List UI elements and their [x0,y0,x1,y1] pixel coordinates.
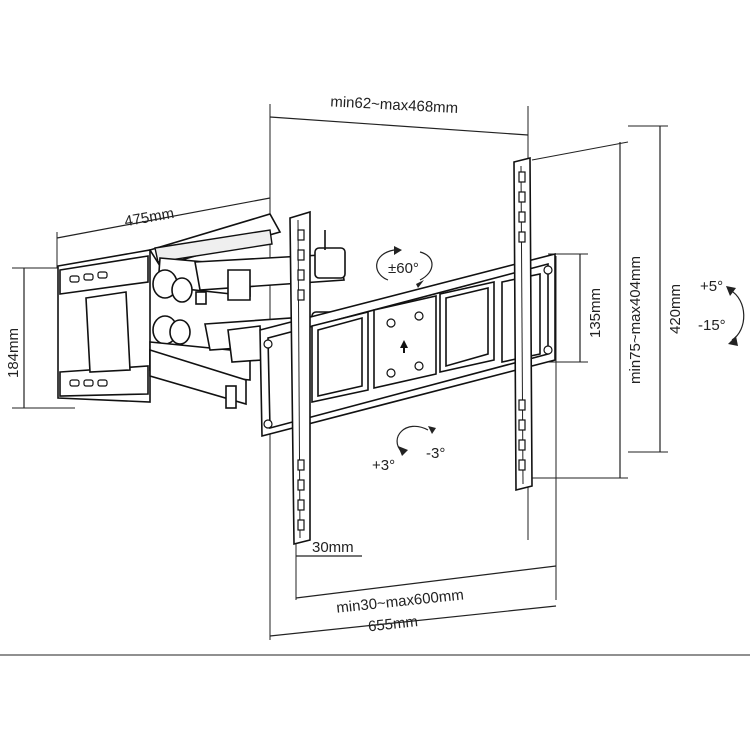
level-plus-label: +3° [372,457,395,474]
level-arrow-icon [396,425,436,456]
left-rail-slots [297,229,305,531]
extension-label: min62~max468mm [330,93,459,117]
tilt-down-label: -15° [698,317,726,334]
arm-length-label: 475mm [123,205,175,230]
vertical-rails [289,156,533,546]
tv-rail-height-label: 420mm [667,284,684,334]
vesa-vertical-label: min75~max404mm [627,256,644,384]
labels: min62~max468mm 475mm 184mm ±60° 135mm mi… [5,93,726,635]
swivel-arrow-icon [376,246,433,288]
plate-width-label: 655mm [367,613,419,635]
dimension-lines [0,104,750,656]
tilt-arrow-icon [726,286,745,346]
right-rail-slots [518,171,526,471]
rail-width-label: 30mm [312,539,354,556]
level-minus-label: -3° [426,445,445,462]
tilt-up-label: +5° [700,278,723,295]
wall-plate [57,249,151,403]
tv-plate-height-label: 135mm [587,288,604,338]
wall-plate-height-label: 184mm [5,328,22,378]
swivel-label: ±60° [388,260,419,277]
